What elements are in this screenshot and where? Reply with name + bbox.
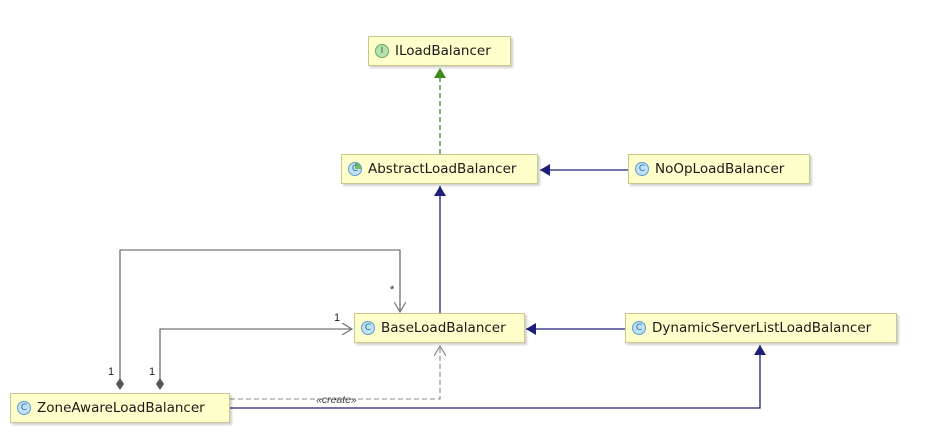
multiplicity-one-right-source-label: 1 [149,366,156,378]
node-label: AbstractLoadBalancer [368,161,517,177]
node-label: ILoadBalancer [395,43,491,59]
node-abstractloadbalancer[interactable]: C AbstractLoadBalancer [341,154,538,184]
node-label: DynamicServerListLoadBalancer [652,320,872,336]
composition-diamond-left [116,378,124,390]
node-baseloadbalancer[interactable]: C BaseLoadBalancer [354,313,525,343]
node-iloadbalancer[interactable]: I ILoadBalancer [368,36,511,66]
node-zoneawareloadbalancer[interactable]: C ZoneAwareLoadBalancer [10,393,230,423]
generalization-edge-zoneaware-to-dynamic [230,345,766,409]
node-label: ZoneAwareLoadBalancer [37,400,205,416]
node-noopoloadbalancer[interactable]: C NoOpLoadBalancer [628,154,810,184]
class-icon: C [17,401,31,415]
composition-diamond-right [156,378,164,390]
interface-icon: I [375,44,389,58]
create-stereotype-label: «create» [316,394,357,406]
class-icon: C [361,321,375,335]
multiplicity-star-label: * [390,284,395,296]
association-edge-zoneaware-to-base-one [159,329,352,380]
class-icon: C [635,162,649,176]
node-label: NoOpLoadBalancer [655,161,785,177]
multiplicity-one-left-source-label: 1 [108,366,115,378]
dependency-edge-zoneaware-create-base [230,346,440,400]
node-label: BaseLoadBalancer [381,320,506,336]
association-edge-zoneaware-to-base-star [119,249,400,380]
class-icon: C [632,321,646,335]
node-dynamicserverlistloadbalancer[interactable]: C DynamicServerListLoadBalancer [625,313,897,343]
abstract-class-icon: C [348,162,362,176]
multiplicity-one-target-label: 1 [334,312,341,324]
